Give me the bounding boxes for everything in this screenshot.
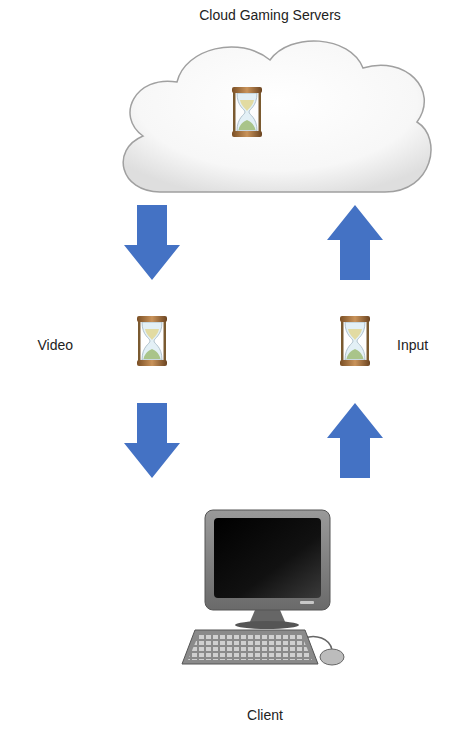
node-outline (123, 41, 431, 192)
node-shape (105, 30, 435, 205)
node-text-holder: Cloud Gaming Servers (105, 6, 435, 24)
cloud-node: Cloud Gaming Servers (105, 0, 435, 205)
node-label: Cloud Gaming Servers (199, 7, 341, 24)
edge-label: Input (395, 337, 430, 354)
node-label: Client (247, 707, 283, 724)
edge-label: Video (35, 337, 75, 354)
client-node: Client (100, 478, 430, 738)
block-arrow (327, 205, 383, 478)
node-outline (182, 510, 344, 665)
block-arrow (124, 205, 180, 478)
hourglass-icon (340, 316, 370, 366)
hourglass-icon (137, 316, 167, 366)
node-text-holder: Client (100, 706, 430, 724)
node-shape (100, 478, 430, 688)
